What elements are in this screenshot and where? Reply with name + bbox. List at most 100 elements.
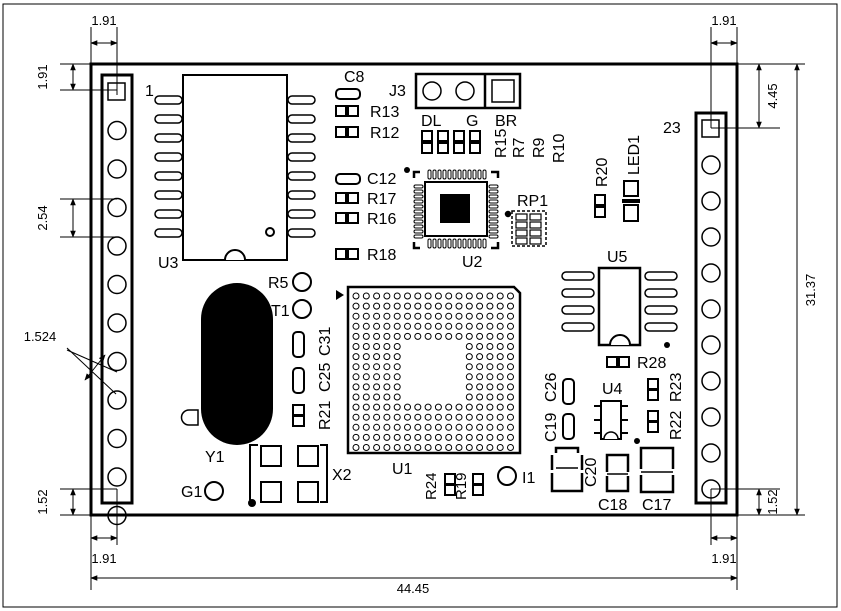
- r28-label: R28: [637, 355, 666, 372]
- led1-label: LED1: [626, 135, 643, 175]
- bga-ball: [373, 322, 381, 330]
- bga-ball: [476, 343, 484, 350]
- header-pin: [107, 390, 127, 410]
- qfn-pad: [488, 209, 499, 214]
- bga-ball: [373, 433, 381, 441]
- qfn-pad: [413, 214, 424, 219]
- qfn-pad: [432, 169, 437, 180]
- bga-ball: [476, 423, 484, 431]
- qfn-pad: [472, 169, 477, 180]
- bga-ball: [486, 373, 494, 381]
- bga-ball: [476, 292, 484, 300]
- u5-dip-package: [561, 266, 678, 348]
- bga-ball: [455, 332, 463, 340]
- bga-ball: [424, 413, 432, 421]
- bga-ball: [424, 423, 432, 431]
- bga-ball: [507, 353, 514, 361]
- bga-ball: [352, 363, 360, 371]
- x2-oscillator: [248, 444, 328, 507]
- bga-ball: [496, 343, 504, 350]
- bga-ball: [393, 302, 401, 310]
- bga-ball: [424, 332, 432, 340]
- r5-testpoint: [292, 272, 312, 292]
- qfn-pad: [413, 229, 424, 234]
- bga-ball: [496, 373, 504, 381]
- bga-ball: [476, 363, 484, 371]
- bga-ball: [465, 423, 473, 431]
- dim-bottom-left-vertical: 1.52: [35, 489, 50, 514]
- bga-ball: [465, 322, 473, 330]
- bga-ball: [507, 363, 514, 371]
- header-pin: [107, 351, 127, 372]
- bga-ball: [404, 413, 411, 421]
- dim-total-width: 44.45: [397, 581, 430, 596]
- bga-ball: [393, 373, 401, 381]
- header-pin: [701, 191, 721, 211]
- header-pin: [107, 274, 127, 295]
- bga-ball: [362, 363, 370, 371]
- bga-ball: [424, 292, 432, 300]
- bga-ball: [373, 343, 381, 350]
- bga-ball: [383, 444, 391, 451]
- bga-ball: [414, 444, 422, 451]
- r20-label: R20: [594, 158, 611, 187]
- bga-ball: [352, 353, 360, 361]
- bga-ball: [496, 312, 504, 320]
- ic-pin-pad: [644, 305, 678, 315]
- bga-ball: [496, 302, 504, 310]
- bga-ball: [465, 302, 473, 310]
- qfn-pad: [413, 219, 424, 224]
- bga-ball: [455, 312, 463, 320]
- c25-capacitor: [292, 367, 305, 394]
- bga-ball: [486, 332, 494, 340]
- bga-ball: [496, 363, 504, 371]
- bga-ball: [352, 383, 360, 391]
- j3-label: J3: [389, 83, 406, 100]
- header-pin: [107, 428, 127, 449]
- bga-ball: [496, 403, 504, 411]
- bga-ball: [496, 353, 504, 361]
- bga-ball: [362, 353, 370, 361]
- bga-ball: [414, 332, 422, 340]
- bga-ball: [496, 413, 504, 421]
- board-outline: [89, 62, 739, 517]
- dim-left-pin1-vertical: 1.91: [35, 64, 50, 89]
- header-pin: [107, 236, 127, 256]
- ic-pin-pad: [154, 171, 183, 181]
- br-label: BR: [495, 113, 517, 130]
- c18-label: C18: [598, 497, 627, 514]
- qfn-pad: [413, 189, 424, 194]
- bga-ball: [383, 413, 391, 421]
- bga-ball: [424, 302, 432, 310]
- t1-label: T1: [271, 303, 290, 320]
- bga-ball: [434, 322, 442, 330]
- bga-ball: [414, 292, 422, 300]
- bga-ball: [414, 403, 422, 411]
- i1-label: I1: [522, 470, 535, 487]
- bga-ball: [383, 332, 391, 340]
- bga-ball: [393, 353, 401, 361]
- bga-ball: [393, 403, 401, 411]
- qfn-pad: [482, 169, 487, 180]
- bga-ball: [486, 393, 494, 401]
- dim-bottom-right: 1.91: [711, 551, 736, 566]
- bga-ball: [476, 332, 484, 340]
- t1-testpoint: [292, 299, 312, 319]
- bga-ball: [496, 322, 504, 330]
- c12-capacitor: [335, 173, 361, 185]
- dim-top-left: 1.91: [91, 13, 116, 28]
- bga-ball: [404, 403, 411, 411]
- u1-bga-package: [336, 285, 522, 455]
- ic-pin-pad: [644, 271, 678, 281]
- bga-ball: [507, 423, 514, 431]
- ic-pin-pad: [644, 288, 678, 298]
- bga-ball: [414, 423, 422, 431]
- r23-label: R23: [668, 373, 685, 402]
- qfn-pad: [413, 224, 424, 229]
- u4-package: [594, 400, 640, 444]
- header-pin: [107, 120, 127, 141]
- bga-ball: [383, 393, 391, 401]
- u4-label: U4: [602, 381, 623, 398]
- bga-ball: [434, 403, 442, 411]
- bga-ball: [465, 332, 473, 340]
